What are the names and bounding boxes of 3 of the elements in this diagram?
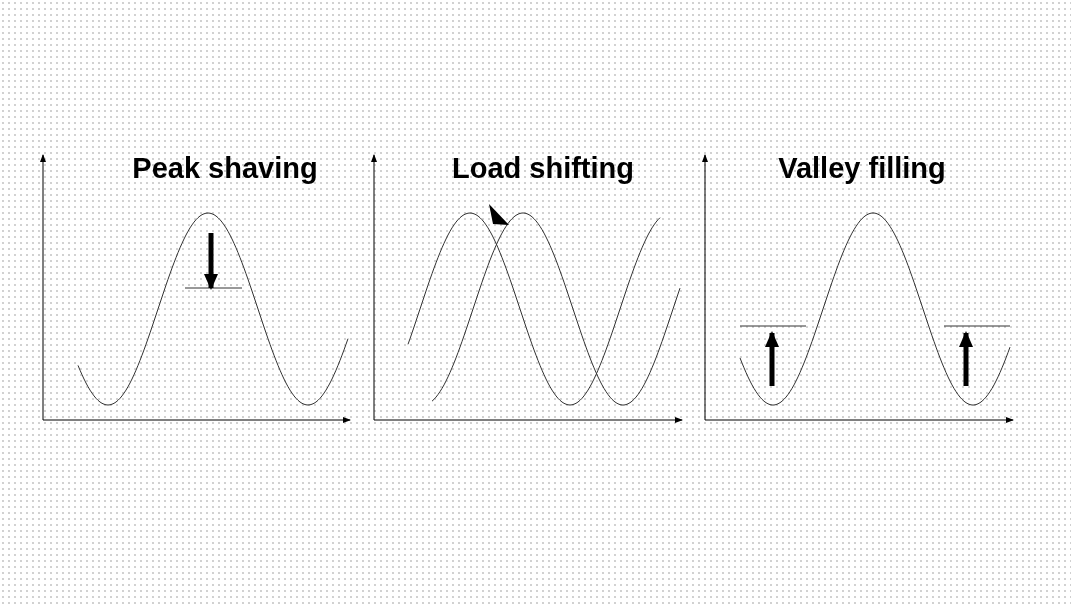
panel-title: Valley filling (778, 152, 946, 185)
panel-title: Load shifting (452, 152, 634, 185)
panel-title: Peak shaving (132, 152, 318, 185)
